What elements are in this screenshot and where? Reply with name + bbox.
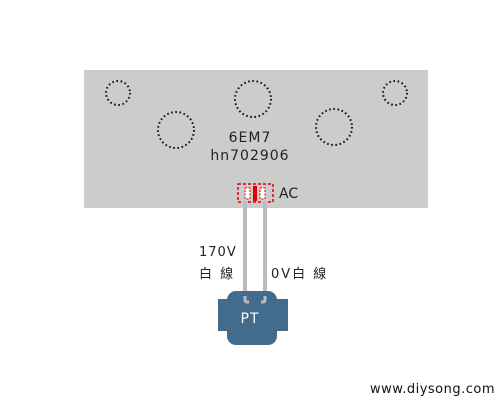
ac-connector-pin-center: [253, 186, 257, 201]
website-link[interactable]: www.diysong.com: [370, 382, 496, 397]
wire-left-color-label: 白 線: [199, 267, 236, 282]
ac-connector-pin-right: [259, 187, 266, 200]
ac-connector: [237, 183, 274, 203]
tube-model-label: 6EM7: [228, 130, 272, 146]
socket-hole-large-left: [157, 111, 195, 149]
wire-right-0v: [263, 201, 267, 300]
board-code-label: hn702906: [210, 148, 290, 164]
circuit-board: [84, 70, 428, 208]
ac-connector-pin-left: [244, 187, 251, 200]
socket-hole-small-left: [105, 80, 131, 106]
wire-left-voltage-label: 170V: [199, 245, 237, 260]
transformer-lead-right: [261, 296, 267, 304]
socket-hole-small-right: [382, 80, 408, 106]
wire-left-170v: [243, 201, 247, 300]
power-transformer: [218, 291, 288, 345]
socket-hole-large-right: [315, 108, 353, 146]
socket-hole-large-center: [234, 80, 272, 118]
wire-right-label: 0V白 線: [271, 267, 329, 282]
ac-connector-label: AC: [279, 186, 299, 202]
transformer-label: PT: [240, 311, 260, 327]
transformer-lead-left: [243, 296, 249, 304]
